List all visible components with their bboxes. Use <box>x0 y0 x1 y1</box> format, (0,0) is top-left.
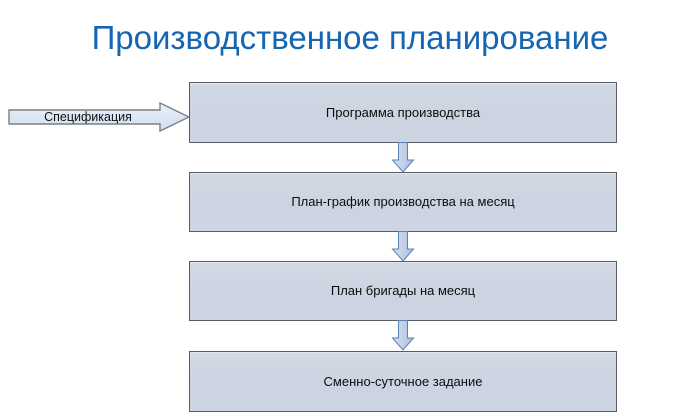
process-box-4[interactable]: Сменно-суточное задание <box>189 351 617 412</box>
arrow-down-icon <box>391 231 415 262</box>
process-box-3[interactable]: План бригады на месяц <box>189 261 617 321</box>
specification-input-arrow[interactable]: Спецификация <box>8 102 190 132</box>
arrow-down-icon <box>391 320 415 351</box>
process-box-1[interactable]: Программа производства <box>189 82 617 143</box>
right-arrow-shape <box>8 102 190 132</box>
process-box-4-label: Сменно-суточное задание <box>323 373 483 389</box>
connector-arrow-1 <box>391 142 415 173</box>
process-box-2[interactable]: План-график производства на месяц <box>189 172 617 232</box>
process-box-3-label: План бригады на месяц <box>330 283 476 298</box>
connector-arrow-2 <box>391 231 415 262</box>
connector-arrow-3 <box>391 320 415 351</box>
process-box-1-label: Программа производства <box>325 104 481 120</box>
specification-label: Спецификация <box>44 110 132 124</box>
process-box-2-label: План-график производства на месяц <box>291 194 515 209</box>
page-title: Производственное планирование <box>91 19 609 56</box>
arrow-down-icon <box>391 142 415 173</box>
